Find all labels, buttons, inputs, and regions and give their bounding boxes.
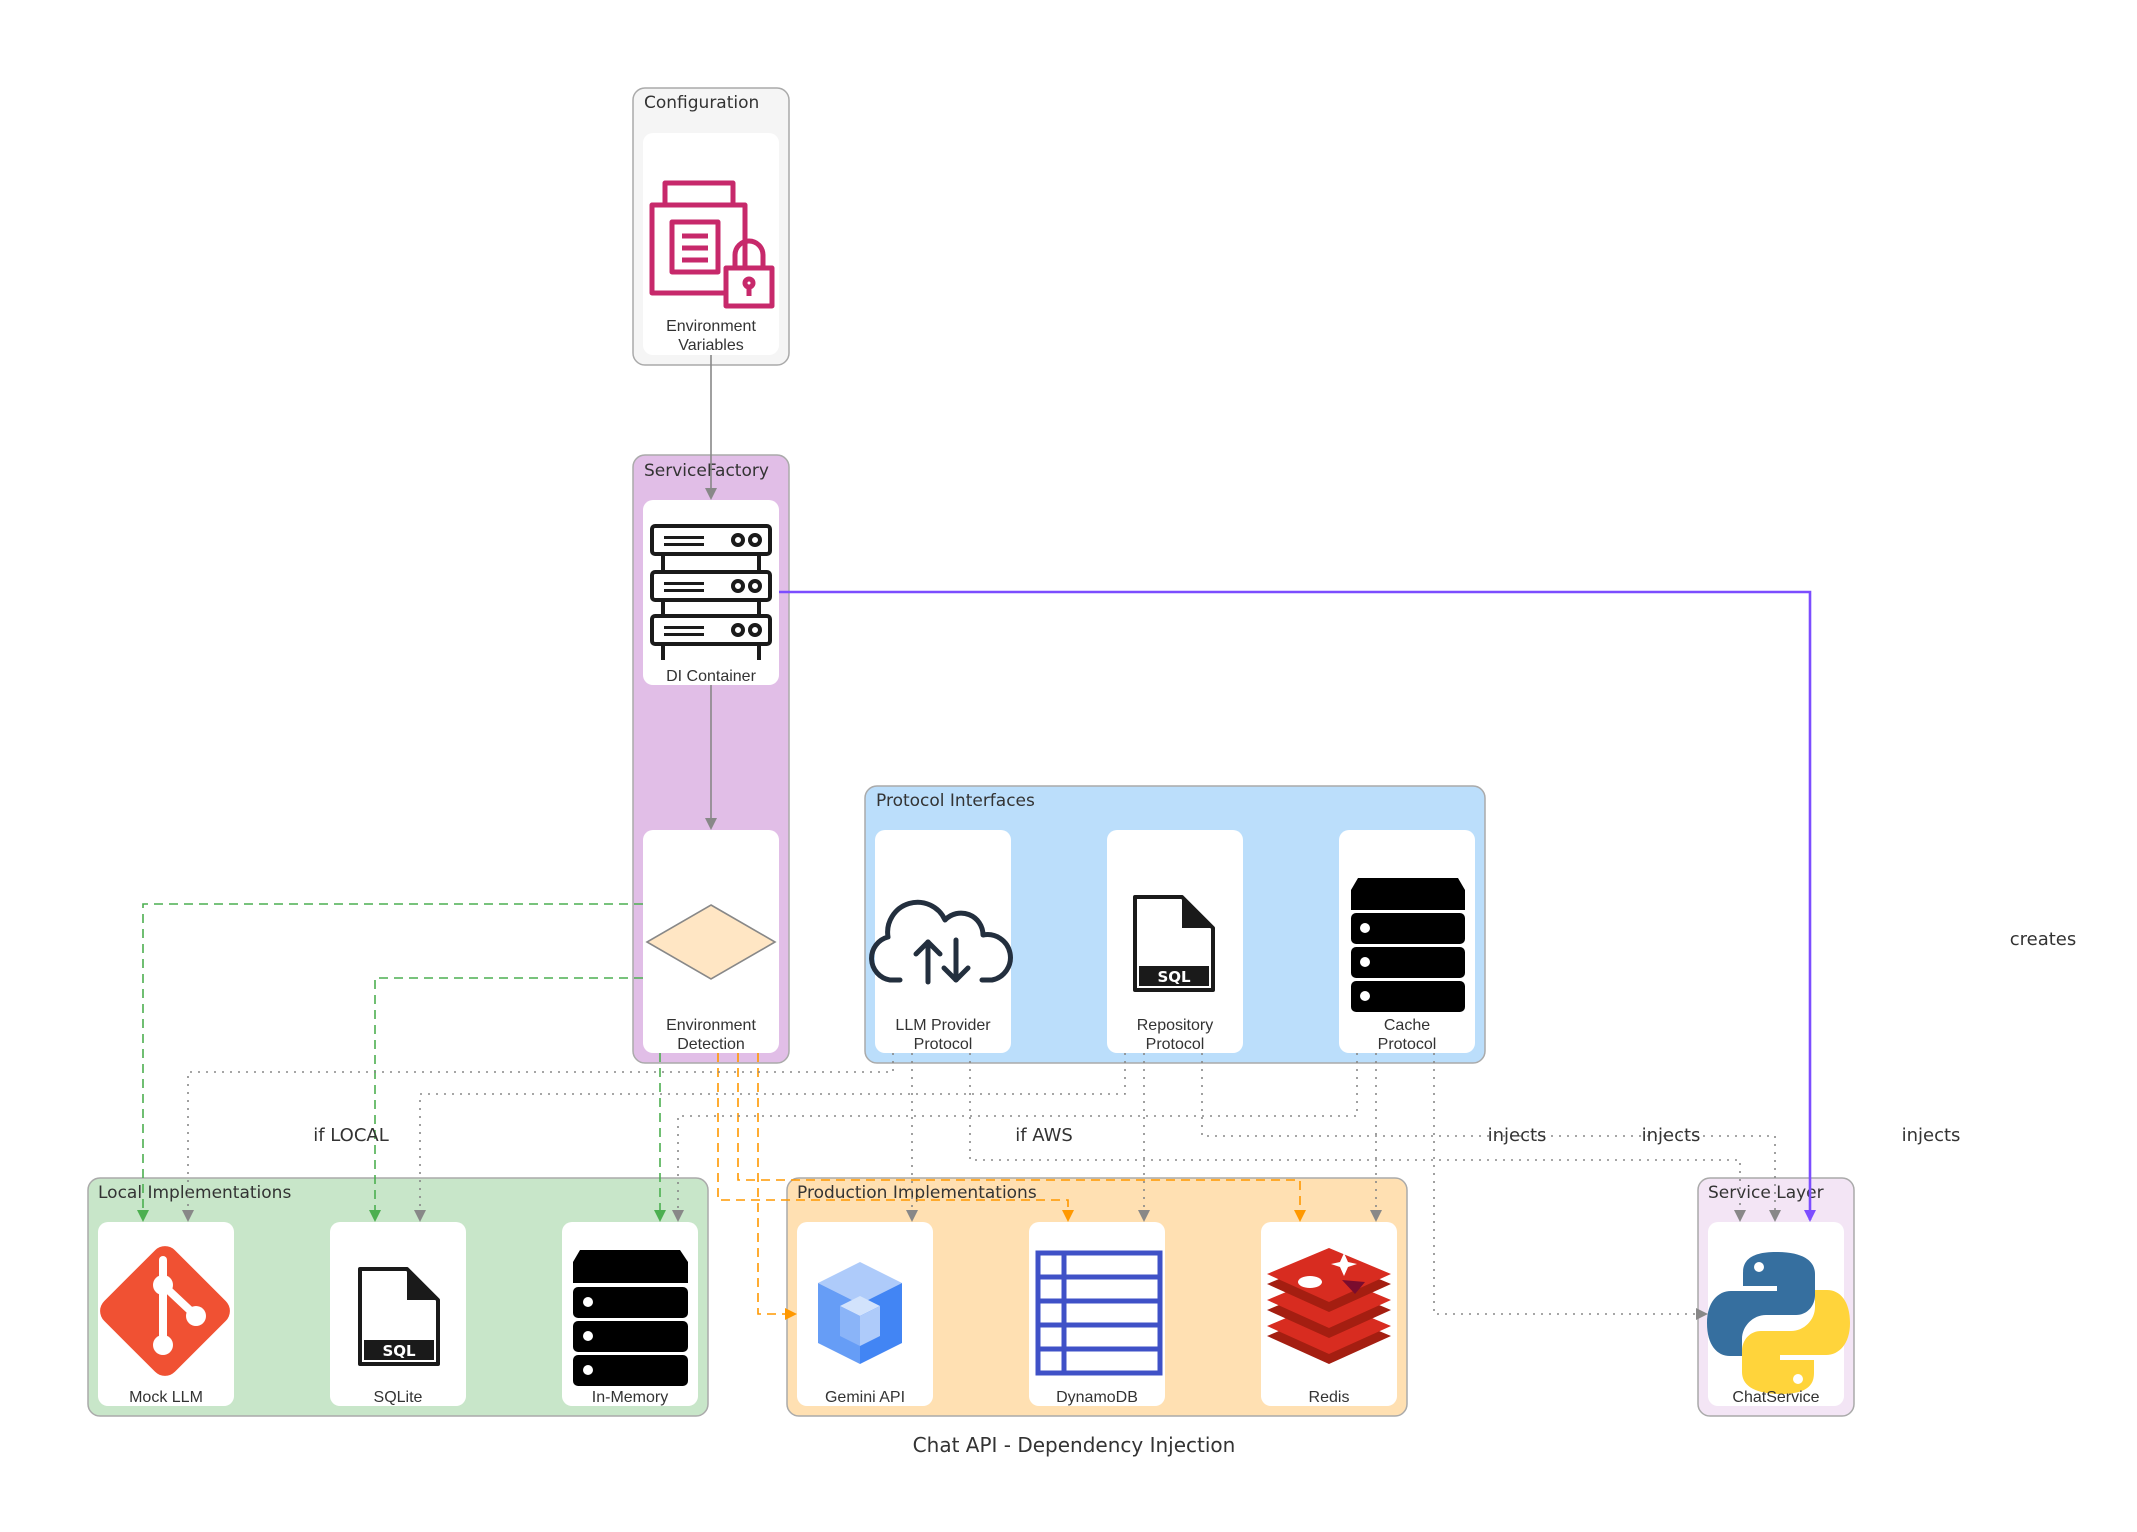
secrets-store-icon (649, 180, 775, 309)
edge-local-mock-llm (137, 903, 643, 1222)
env-detection-label-line1: Environment (666, 1017, 756, 1034)
server-rack-icon (650, 524, 772, 660)
cluster-service-factory-label: ServiceFactory (644, 461, 769, 481)
edge-aws-gemini (757, 1053, 797, 1320)
edge-creates (779, 590, 1816, 1222)
redis-label: Redis (1309, 1389, 1350, 1406)
sqlite-label: SQLite (374, 1389, 423, 1406)
cluster-service-layer-label: Service Layer (1708, 1183, 1824, 1203)
edge-label-if-aws: if AWS (1015, 1125, 1073, 1146)
cluster-configuration-label: Configuration (644, 93, 759, 113)
in-memory-label: In-Memory (592, 1389, 668, 1406)
node-labels: Environment Variables DI Container Envir… (129, 318, 1820, 1406)
dynamodb-label: DynamoDB (1056, 1389, 1138, 1406)
sql-file-icon: SQL (1133, 895, 1215, 992)
svg-text:SQL: SQL (1157, 968, 1191, 986)
env-vars-label-line2: Variables (678, 337, 744, 354)
repo-protocol-label-line2: Protocol (1146, 1036, 1205, 1053)
edge-label-injects: injects (1642, 1125, 1701, 1146)
di-container-label: DI Container (666, 668, 756, 685)
git-icon (100, 1246, 230, 1376)
mock-llm-label: Mock LLM (129, 1389, 203, 1406)
llm-protocol-label-line1: LLM Provider (895, 1017, 991, 1034)
edge-repo-to-chatservice (1201, 1053, 1781, 1222)
edge-label-injects: injects (1902, 1125, 1961, 1146)
dynamodb-table-icon (1035, 1250, 1163, 1376)
sql-file-icon: SQL (358, 1267, 440, 1366)
redis-icon (1267, 1248, 1391, 1364)
repo-protocol-label-line1: Repository (1137, 1017, 1213, 1034)
python-icon (1707, 1252, 1850, 1394)
edge-cache-to-chatservice (1433, 1053, 1708, 1320)
cluster-protocol-interfaces-label: Protocol Interfaces (876, 791, 1035, 811)
edge-cache-to-inmemory (672, 1053, 1358, 1222)
edge-label-injects: injects (1488, 1125, 1547, 1146)
cache-protocol-label-line1: Cache (1384, 1017, 1430, 1034)
edge-llm-to-mock (182, 1053, 894, 1222)
edge-label-if-local: if LOCAL (313, 1125, 389, 1146)
edge-aws-dynamodb (717, 1053, 1074, 1222)
llm-protocol-label-line2: Protocol (914, 1036, 973, 1053)
diagram-title: Chat API - Dependency Injection (913, 1433, 1236, 1457)
gemini-cube-icon (818, 1262, 902, 1364)
cloud-sync-icon (869, 899, 1013, 985)
edge-label-creates: creates (2010, 929, 2077, 950)
env-detection-label-line2: Detection (677, 1036, 745, 1053)
storage-stack-icon (1351, 878, 1465, 1012)
edge-labels: creates if LOCAL if AWS injects injects … (313, 929, 2076, 1146)
decision-diamond-icon (645, 904, 777, 980)
chat-service-label: ChatService (1732, 1389, 1819, 1406)
gemini-label: Gemini API (825, 1389, 905, 1406)
storage-stack-icon (573, 1250, 688, 1386)
cluster-production-implementations-label: Production Implementations (797, 1183, 1037, 1203)
cache-protocol-label-line2: Protocol (1378, 1036, 1437, 1053)
cluster-local-implementations-label: Local Implementations (98, 1183, 291, 1203)
edges (137, 355, 1816, 1320)
env-vars-label-line1: Environment (666, 318, 756, 335)
svg-text:SQL: SQL (382, 1342, 416, 1360)
edge-repo-to-sqlite (414, 1053, 1126, 1222)
